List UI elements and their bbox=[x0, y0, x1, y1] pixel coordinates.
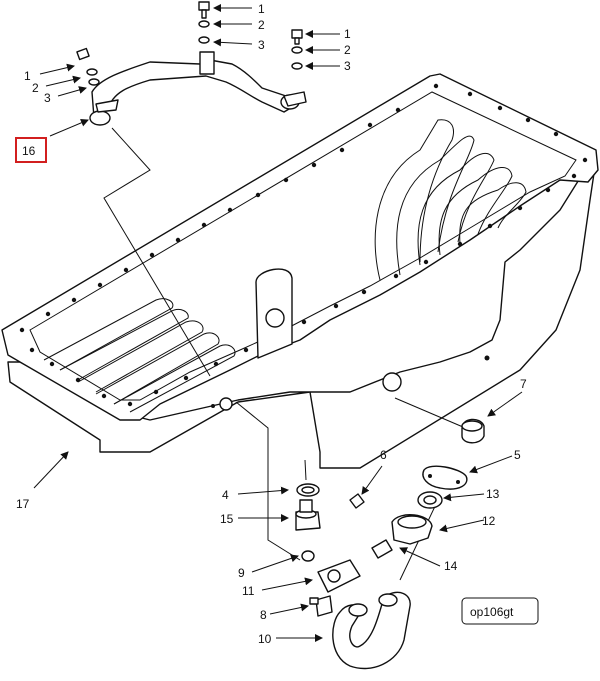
callout-11: 11 bbox=[242, 584, 255, 598]
drawing-code: op106gt bbox=[470, 605, 514, 619]
pickup-tube bbox=[332, 591, 411, 670]
cover-plate bbox=[422, 465, 468, 490]
mounting-lockwasher bbox=[88, 36, 303, 86]
callout-2: 2 bbox=[32, 81, 39, 95]
drawing-code-box: op106gt bbox=[461, 597, 539, 625]
leader-arrows bbox=[33, 4, 523, 642]
suction-tube bbox=[89, 51, 307, 126]
callout-13: 13 bbox=[486, 487, 500, 501]
callout-8: 8 bbox=[260, 608, 267, 622]
mounting-bolt-lower bbox=[309, 595, 333, 617]
callout-16-highlight-box bbox=[15, 137, 47, 163]
gasket bbox=[417, 491, 443, 509]
tube-flange bbox=[317, 559, 361, 593]
connector bbox=[349, 493, 365, 509]
callout-9: 9 bbox=[238, 566, 245, 580]
callout-15: 15 bbox=[220, 512, 234, 526]
callout-1: 1 bbox=[258, 2, 265, 16]
callout-7: 7 bbox=[520, 377, 527, 391]
callout-1: 1 bbox=[344, 27, 351, 41]
callout-14: 14 bbox=[444, 559, 458, 573]
callout-2: 2 bbox=[344, 43, 351, 57]
callout-12: 12 bbox=[482, 514, 496, 528]
callout-labels: 1 2 3 1 2 3 1 2 3 16 17 4 15 9 11 8 10 6… bbox=[15, 2, 527, 646]
flange-gasket bbox=[301, 550, 315, 562]
callout-5: 5 bbox=[514, 448, 521, 462]
oil-pan bbox=[1, 73, 599, 469]
sealing-washer bbox=[296, 483, 320, 497]
callout-6: 6 bbox=[380, 448, 387, 462]
callout-2: 2 bbox=[258, 18, 265, 32]
callout-3: 3 bbox=[258, 38, 265, 52]
callout-10: 10 bbox=[258, 632, 272, 646]
callout-3: 3 bbox=[344, 59, 351, 73]
callout-4: 4 bbox=[222, 488, 229, 502]
callout-16[interactable]: 16 bbox=[22, 144, 36, 158]
callout-3: 3 bbox=[44, 91, 51, 105]
mounting-washer bbox=[86, 20, 303, 76]
plug bbox=[461, 418, 485, 444]
callout-1: 1 bbox=[24, 69, 31, 83]
callout-17: 17 bbox=[16, 497, 30, 511]
drain-plug bbox=[295, 499, 321, 531]
sensor-fitting bbox=[371, 514, 433, 559]
mounting-bolt bbox=[76, 1, 303, 61]
